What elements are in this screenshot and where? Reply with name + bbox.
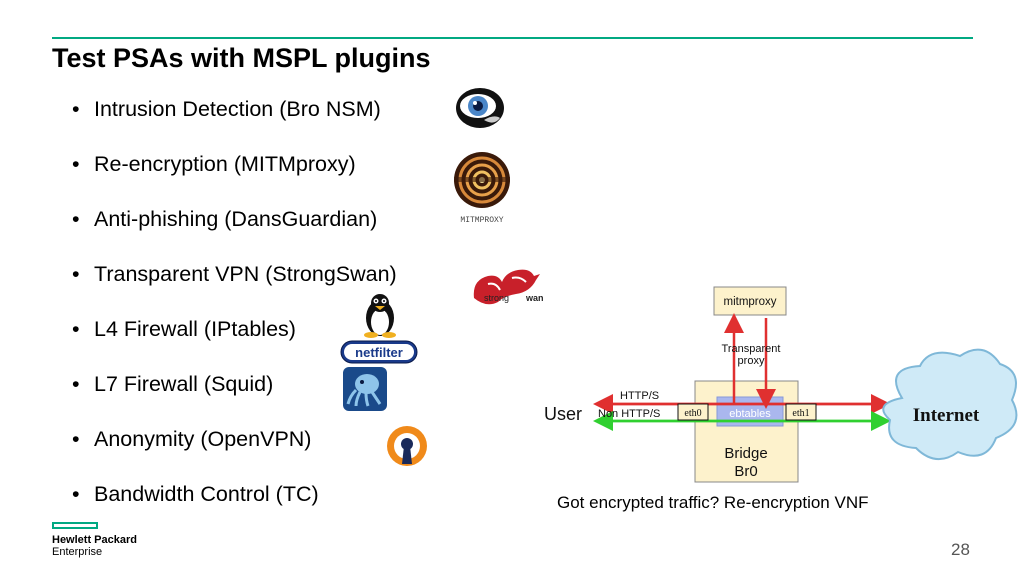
user-label: User <box>544 404 582 424</box>
strongswan-text-a: strong <box>484 293 509 303</box>
mitmproxy-box <box>713 286 787 316</box>
strongswan-logo-icon: strong wan <box>473 269 544 305</box>
hpe-element-icon <box>52 522 98 529</box>
internet-cloud <box>882 348 1018 460</box>
internet-label: Internet <box>913 405 980 426</box>
eth1-box <box>785 403 817 421</box>
ebtables-label: ebtables <box>729 408 771 420</box>
page-title: Test PSAs with MSPL plugins <box>52 43 431 73</box>
list-item: L4 Firewall (IPtables) <box>72 314 397 369</box>
list-item: Intrusion Detection (Bro NSM) <box>72 94 397 149</box>
bridge-label: Bridge <box>724 445 767 462</box>
netfilter-text: netfilter <box>355 345 403 360</box>
list-item: Anonymity (OpenVPN) <box>72 424 397 479</box>
mitmproxy-logo-text: MITMPROXY <box>460 216 503 225</box>
https-label: HTTP/S <box>620 390 659 402</box>
br0-label: Br0 <box>734 463 757 480</box>
openvpn-logo-icon <box>387 426 427 466</box>
diagram-caption: Got encrypted traffic? Re-encryption VNF <box>557 493 869 512</box>
list-item: Anti-phishing (DansGuardian) <box>72 204 397 259</box>
list-item: Transparent VPN (StrongSwan) <box>72 259 397 314</box>
proxy-label: proxy <box>738 355 765 367</box>
netfilter-logo-icon: netfilter <box>340 340 418 364</box>
title-rule <box>52 37 973 39</box>
psa-list: Intrusion Detection (Bro NSM) Re-encrypt… <box>72 94 397 534</box>
mitmproxy-logo-icon: MITMPROXY <box>454 152 510 225</box>
strongswan-text-b: wan <box>525 293 544 303</box>
list-item: Bandwidth Control (TC) <box>72 479 397 534</box>
eth0-label: eth0 <box>684 408 701 419</box>
eth0-box <box>677 403 709 421</box>
page-number: 28 <box>951 540 970 559</box>
mitmproxy-label: mitmproxy <box>723 296 776 308</box>
linux-penguin-icon <box>364 294 396 338</box>
list-item: L7 Firewall (Squid) <box>72 369 397 424</box>
brand-line2: Enterprise <box>52 546 103 558</box>
non-https-label: Non HTTP/S <box>598 408 660 420</box>
eth1-label: eth1 <box>792 408 809 419</box>
list-item: Re-encryption (MITMproxy) <box>72 149 397 204</box>
squid-logo-icon <box>343 367 387 411</box>
hpe-logo: Hewlett Packard Enterprise <box>52 522 137 558</box>
transparent-label: Transparent <box>722 343 781 355</box>
bro-eye-icon <box>456 88 504 128</box>
brand-line1: Hewlett Packard <box>52 534 137 546</box>
